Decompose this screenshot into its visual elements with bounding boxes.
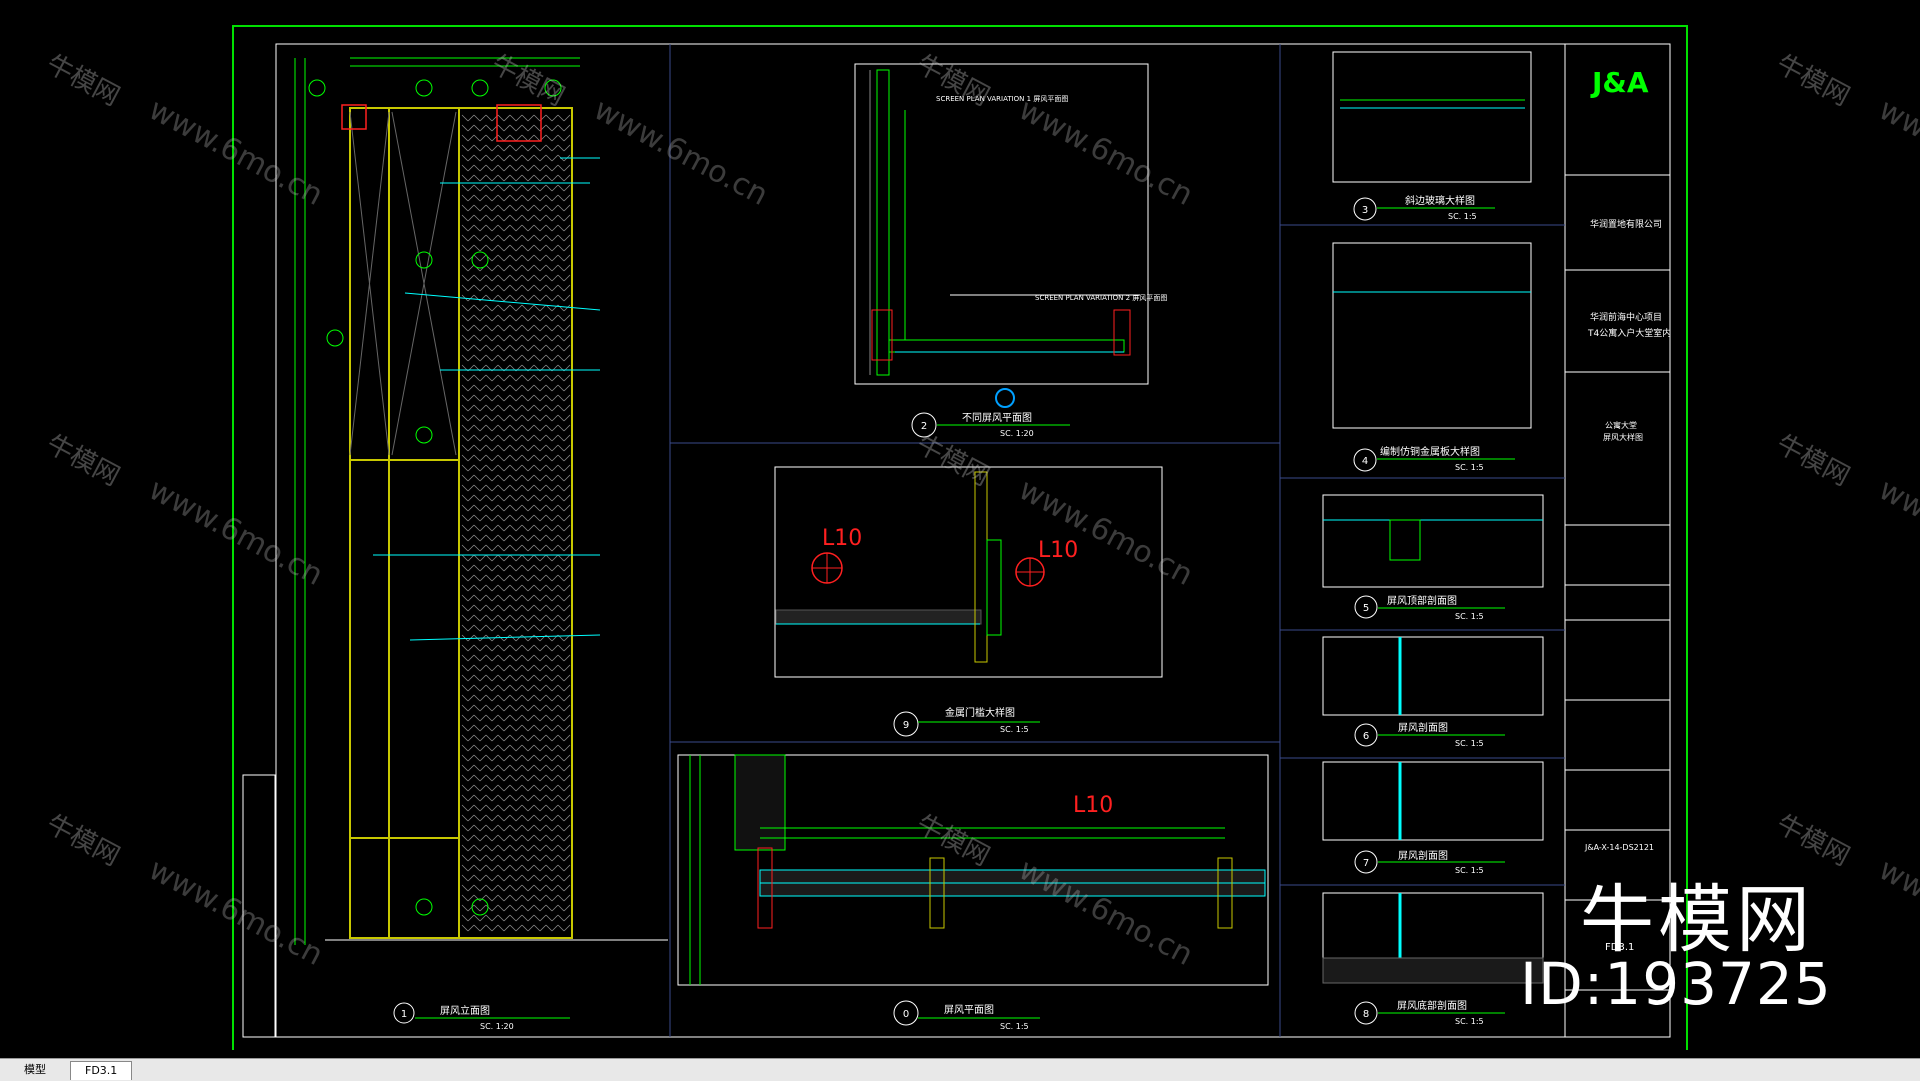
plan-variation-drawing	[854, 63, 1149, 408]
drawing-number: 9	[903, 720, 909, 731]
cad-drawing: 1 屏风立面图 SC. 1:20 2 不同屏风平面图 SC. 1:20 SCRE…	[232, 25, 1688, 1055]
drawing-number: 0	[903, 1009, 909, 1020]
detail-callout-box	[341, 104, 367, 130]
threshold-detail-drawing	[774, 466, 1163, 678]
drawing-title: 斜边玻璃大样图	[1405, 194, 1475, 207]
drawing-title: 屏风底部剖面图	[1397, 999, 1467, 1012]
level-mark: L10	[1073, 793, 1113, 818]
company-logo: J&A	[1590, 66, 1649, 99]
drawing-scale: SC. 1:5	[1455, 463, 1484, 472]
overlay-id: ID:193725	[1520, 950, 1832, 1018]
detail-callout-box	[496, 104, 542, 142]
drawing-scale: SC. 1:5	[1455, 866, 1484, 875]
drawing-title-d3: 3 斜边玻璃大样图 SC. 1:5	[1353, 194, 1495, 221]
drawing-title-d8: 8 屏风底部剖面图 SC. 1:5	[1354, 999, 1505, 1026]
drawing-number: 7	[1363, 858, 1369, 869]
drawing-scale: SC. 1:20	[1000, 429, 1034, 438]
drawing-title: 屏风剖面图	[1398, 721, 1448, 734]
drawing-scale: SC. 1:5	[1000, 725, 1029, 734]
overlay-brand: 牛模网	[1580, 877, 1814, 963]
drawing-number: 5	[1363, 603, 1369, 614]
sheet-title-line: 公寓大堂	[1605, 420, 1637, 430]
drawing-title: 屏风立面图	[440, 1004, 490, 1017]
screen-plan-drawing	[677, 754, 1269, 986]
drawing-scale: SC. 1:5	[1448, 212, 1477, 221]
drawing-number: 6	[1363, 731, 1369, 742]
drawing-title-d0: 0 屏风平面图 SC. 1:5	[893, 1000, 1040, 1031]
drawing-title-d7: 7 屏风剖面图 SC. 1:5	[1354, 849, 1505, 875]
plan-note: SCREEN PLAN VARIATION 1 屏风平面图	[936, 95, 1068, 103]
drawing-number: 4	[1362, 456, 1368, 467]
drawing-title: 屏风顶部剖面图	[1387, 594, 1457, 607]
drawing-title: 不同屏风平面图	[962, 412, 1032, 424]
tab-fd3-1[interactable]: FD3.1	[70, 1061, 133, 1080]
project-line: 华润前海中心项目	[1590, 311, 1662, 323]
tab-model[interactable]: 模型	[24, 1063, 46, 1076]
drawing-title: 编制仿铜金属板大样图	[1380, 445, 1480, 458]
drawing-canvas[interactable]: 1 屏风立面图 SC. 1:20 2 不同屏风平面图 SC. 1:20 SCRE…	[0, 0, 1920, 1055]
level-mark: L10	[1038, 538, 1078, 563]
sheet-title-line: 屏风大样图	[1603, 432, 1643, 442]
drawing-title-d6: 6 屏风剖面图 SC. 1:5	[1354, 721, 1505, 748]
drawing-number: 8	[1363, 1009, 1369, 1020]
drawing-title: 屏风剖面图	[1398, 849, 1448, 862]
project-line: 华润置地有限公司	[1590, 218, 1662, 230]
elevation-drawing	[242, 57, 668, 1038]
sheet-number-field: FD3.1	[1605, 942, 1634, 953]
plan-note: SCREEN PLAN VARIATION 2 屏风平面图	[1035, 294, 1167, 302]
drawing-scale: SC. 1:5	[1455, 1017, 1484, 1026]
title-block-lines	[1565, 174, 1670, 991]
drawing-scale: SC. 1:20	[480, 1022, 514, 1031]
drawing-number: 2	[921, 421, 927, 432]
drawing-title-d1: 1 屏风立面图 SC. 1:20	[393, 1002, 570, 1031]
layout-tab-bar: 模型 FD3.1	[0, 1058, 1920, 1081]
drawing-title-d9: 9 金属门槛大样图 SC. 1:5	[893, 706, 1040, 737]
level-mark: L10	[822, 526, 862, 551]
drawing-title-d4: 4 编制仿铜金属板大样图 SC. 1:5	[1353, 445, 1515, 472]
project-line: T4公寓入户大堂室内	[1587, 327, 1671, 339]
drawing-title-d5: 5 屏风顶部剖面图 SC. 1:5	[1354, 594, 1505, 621]
drawing-scale: SC. 1:5	[1000, 1022, 1029, 1031]
drawing-title-d2: 2 不同屏风平面图 SC. 1:20 SCREEN PLAN VARIATION…	[911, 95, 1167, 438]
drawing-number: 3	[1362, 205, 1368, 216]
section-details	[1322, 51, 1544, 984]
drawing-title: 金属门槛大样图	[945, 706, 1015, 719]
drawing-number-field: J&A-X-14-DS2121	[1584, 843, 1654, 852]
drawing-scale: SC. 1:5	[1455, 739, 1484, 748]
drawing-number: 1	[401, 1009, 407, 1020]
sheet-border-inner	[275, 43, 1671, 1038]
drawing-title: 屏风平面图	[944, 1004, 994, 1016]
drawing-scale: SC. 1:5	[1455, 612, 1484, 621]
